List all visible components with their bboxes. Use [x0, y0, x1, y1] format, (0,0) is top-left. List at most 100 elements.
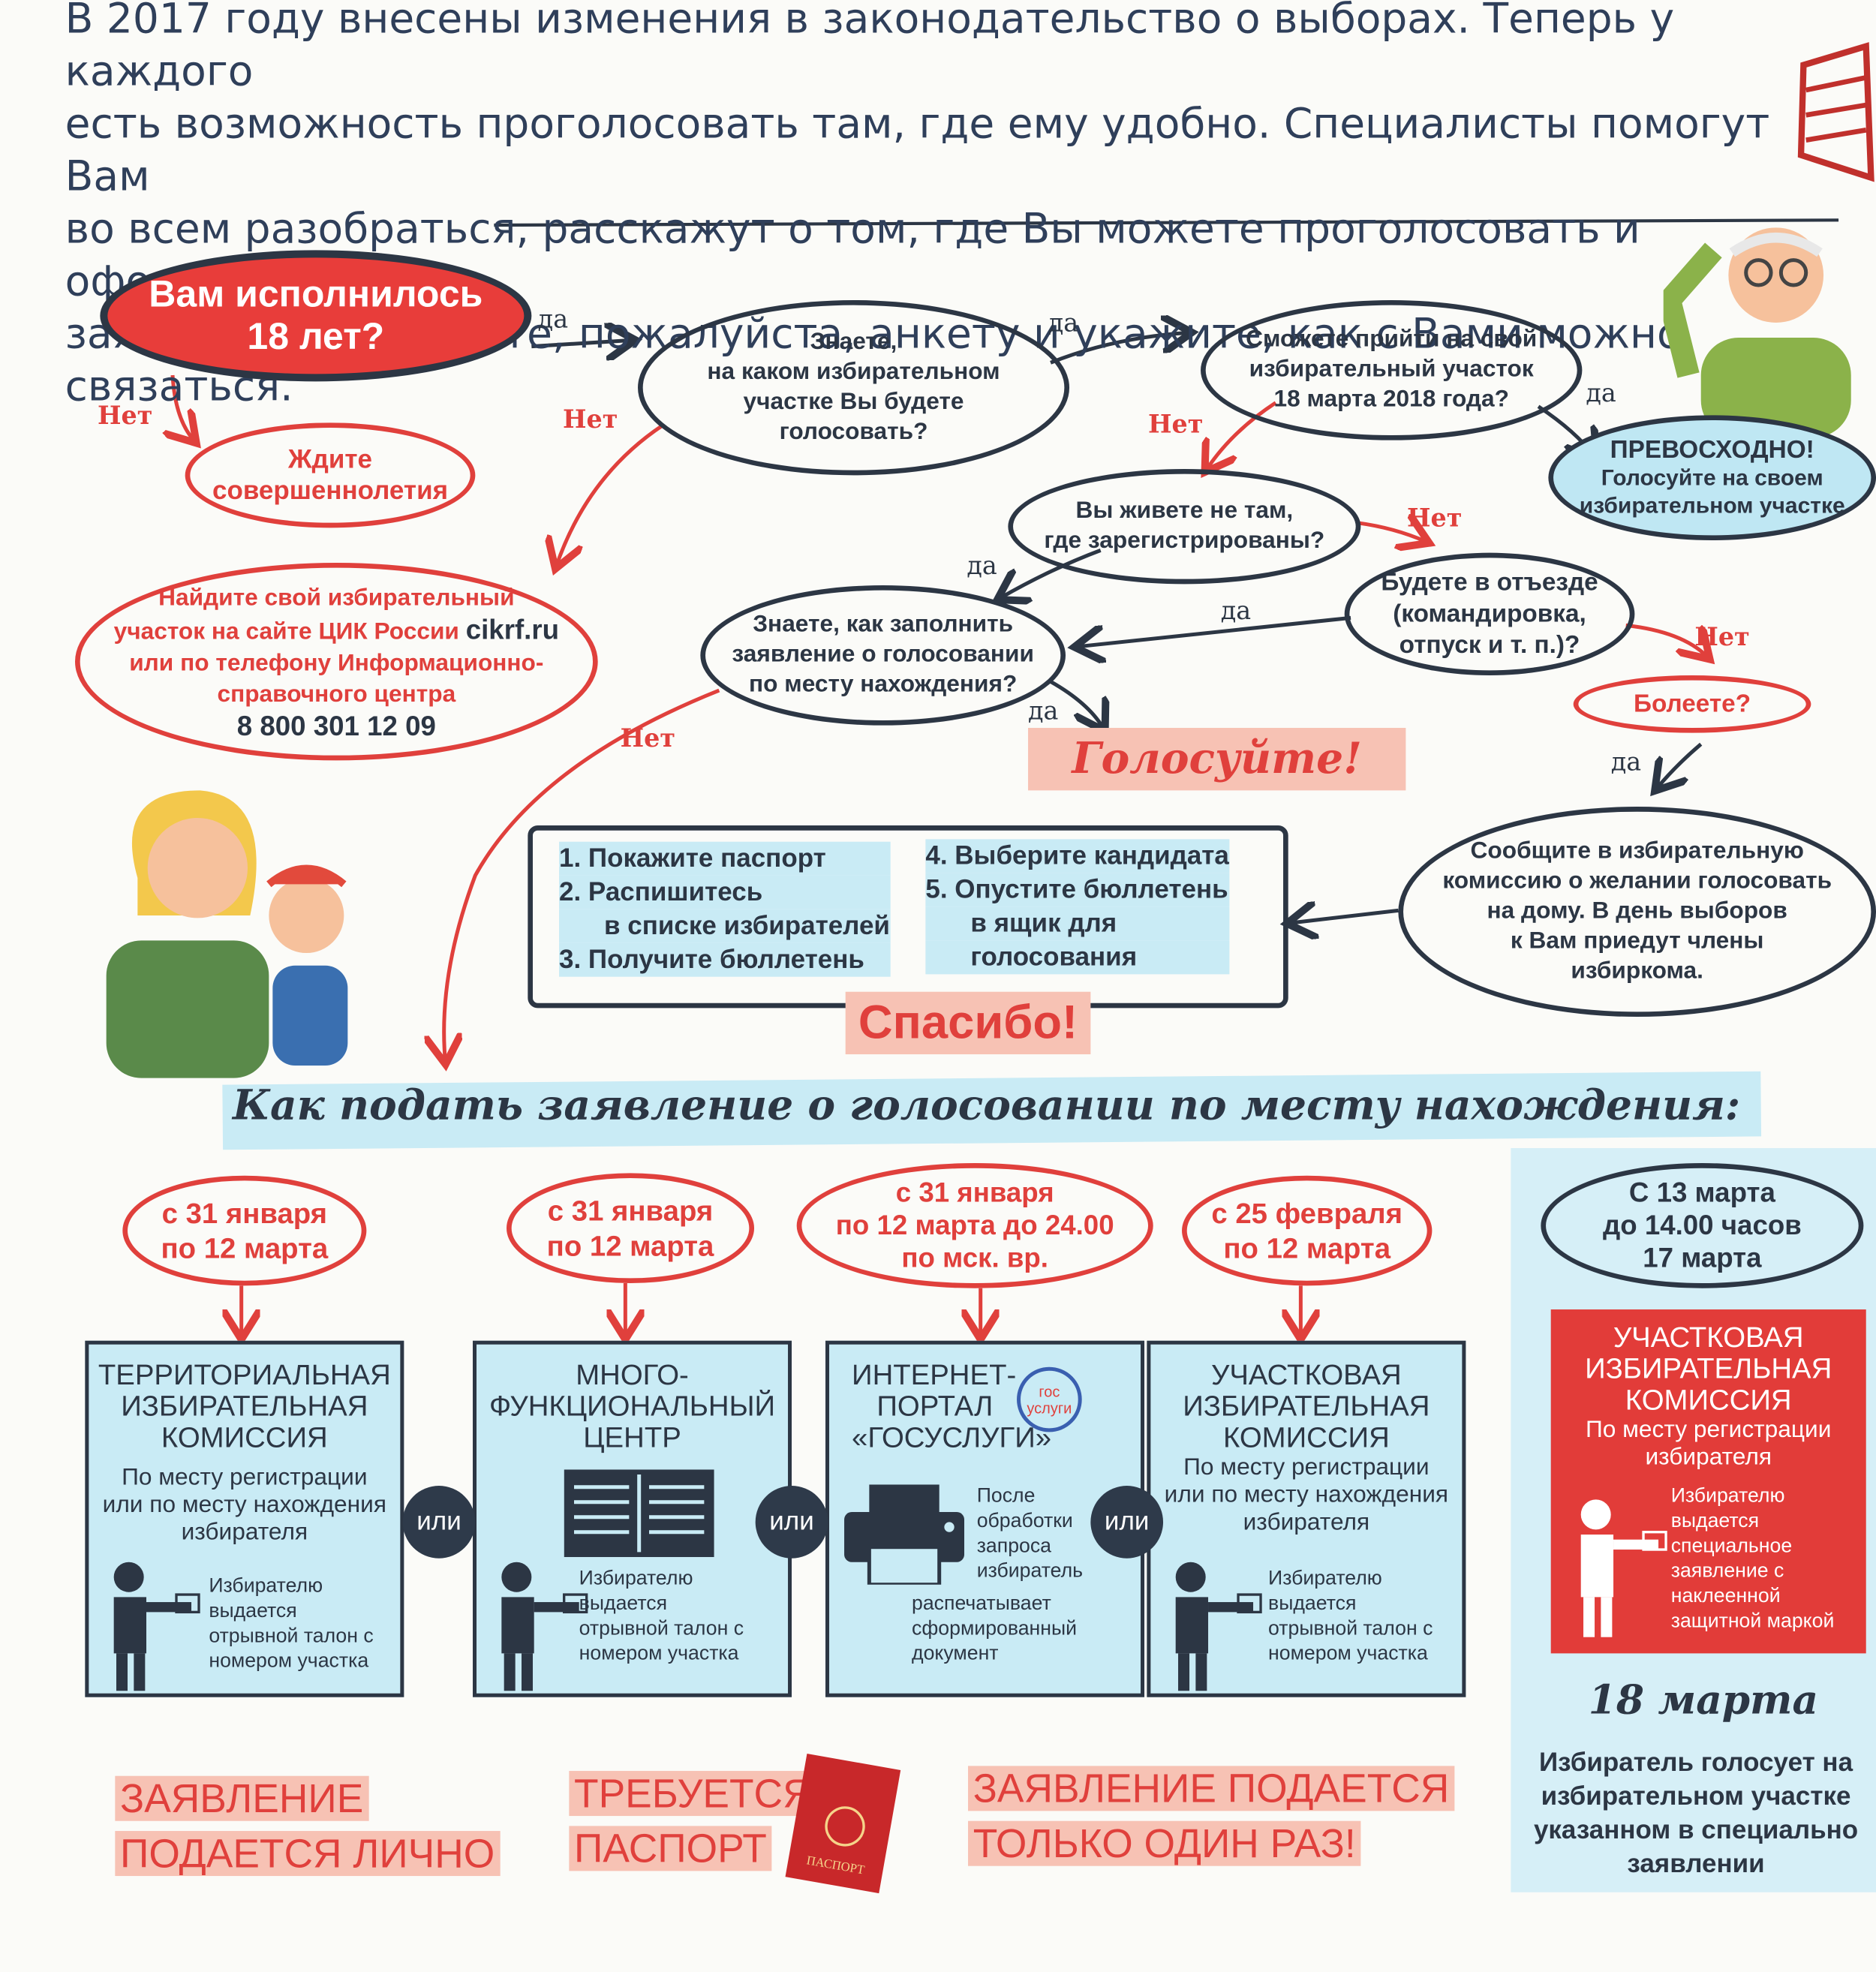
card-title: МНОГО- ФУНКЦИОНАЛЬНЫЙ ЦЕНТР — [477, 1358, 788, 1453]
card-sub-line: избирателя — [1645, 1444, 1772, 1471]
card-sub-line: или по месту нахождения — [1164, 1482, 1449, 1509]
warning-line: ЗАЯВЛЕНИЕ — [115, 1775, 368, 1821]
age-question-line: 18 лет? — [247, 315, 385, 357]
find-station-line: справочного центра — [217, 681, 456, 708]
intro-line: есть возможность проголосовать там, где … — [65, 98, 1770, 200]
know-fill-line: по месту нахождения? — [749, 672, 1018, 699]
territorial-commission-card: ТЕРРИТОРИАЛЬНАЯ ИЗБИРАТЕЛЬНАЯ КОМИССИЯ П… — [85, 1340, 404, 1697]
warning-personal: ЗАЯВЛЕНИЕ ПОДАЕТСЯ ЛИЧНО — [115, 1771, 500, 1881]
card-title-line: КОМИССИЯ — [161, 1420, 328, 1453]
date-line: С 13 марта — [1628, 1177, 1775, 1209]
yes-label: да — [967, 550, 997, 581]
can-come-oval: Сможете прийти на свой избирательный уча… — [1201, 300, 1583, 440]
no-label: Нет — [620, 723, 676, 753]
card-title-line: ФУНКЦИОНАЛЬНЫЙ — [489, 1389, 776, 1423]
find-station-line: Найдите свой избирательный — [158, 585, 515, 612]
date-line: с 25 февраля — [1211, 1197, 1403, 1230]
special-precinct-card: УЧАСТКОВАЯ ИЗБИРАТЕЛЬНАЯ КОМИССИЯ По мес… — [1550, 1309, 1866, 1654]
cik-site-link[interactable]: cikrf.ru — [465, 613, 560, 645]
know-station-line: на каком избирательном — [707, 359, 1000, 386]
card-note-line: выдается — [209, 1601, 297, 1622]
find-station-line: или по телефону Информационно- — [129, 649, 544, 676]
card-note: Избирателю выдается отрывной талон с ном… — [579, 1567, 744, 1667]
voting-steps-left: 1. Покажите паспорт 2. Распишитесь в спи… — [559, 841, 890, 977]
elderly-man-illustration — [1663, 227, 1851, 438]
voting-step: 1. Покажите паспорт — [559, 841, 890, 876]
yes-label: да — [1220, 595, 1252, 626]
card-note-line: наклеенной — [1670, 1586, 1781, 1607]
card-subtitle: По месту регистрации избирателя — [1551, 1417, 1866, 1471]
person-pointing-icon — [501, 1562, 588, 1691]
no-label: Нет — [563, 404, 618, 434]
warning-once: ЗАЯВЛЕНИЕ ПОДАЕТСЯ ТОЛЬКО ОДИН РАЗ! — [968, 1761, 1454, 1871]
or-badge: или — [1090, 1486, 1164, 1559]
card-title-line: ИЗБИРАТЕЛЬНАЯ — [1585, 1351, 1832, 1385]
excellent-line: Голосуйте на своем — [1601, 465, 1823, 491]
excellent-line: избирательном участке — [1579, 492, 1845, 519]
person-pointing-icon — [1580, 1499, 1667, 1637]
wait-line: совершеннолетия — [212, 476, 449, 506]
voting-step: в списке избирателей — [559, 909, 890, 943]
card-note-line: номером участка — [1268, 1643, 1428, 1665]
no-label: Нет — [1148, 409, 1204, 440]
card-title-line: МНОГО- — [576, 1358, 689, 1391]
no-label: Нет — [98, 400, 153, 431]
card-note-line: номером участка — [209, 1651, 369, 1673]
ill-text: Болеете? — [1633, 690, 1751, 717]
card-title: УЧАСТКОВАЯ ИЗБИРАТЕЛЬНАЯ КОМИССИЯ — [1150, 1359, 1462, 1453]
card-note-line: документ — [912, 1643, 999, 1665]
march18-line: заявлении — [1627, 1850, 1765, 1879]
card-title-line: ТЕРРИТОРИАЛЬНАЯ — [98, 1358, 391, 1391]
warning-line: ТОЛЬКО ОДИН РАЗ! — [968, 1820, 1361, 1866]
card-note-line: сформированный — [912, 1618, 1078, 1640]
card-title-line: ИНТЕРНЕТ- — [852, 1358, 1017, 1391]
or-badge: или — [755, 1486, 828, 1559]
card-note-line: выдается — [1670, 1511, 1760, 1532]
card-note-line: специальное — [1670, 1535, 1793, 1558]
find-station-line: участок на сайте ЦИК России cikrf.ru — [114, 614, 559, 648]
person-pointing-icon — [113, 1562, 200, 1691]
red-pencil-icon — [1797, 42, 1874, 182]
date-bubble-3: с 31 января по 12 марта до 24.00 по мск.… — [796, 1163, 1153, 1288]
home-vote-line: избиркома. — [1571, 957, 1703, 984]
card-note: Избирателю выдается специальное заявлени… — [1671, 1484, 1835, 1634]
wait-oval: Ждите совершеннолетия — [185, 422, 476, 528]
card-subtitle: По месту регистрации или по месту нахожд… — [89, 1465, 400, 1547]
card-title: ТЕРРИТОРИАЛЬНАЯ ИЗБИРАТЕЛЬНАЯ КОМИССИЯ — [89, 1358, 400, 1453]
date-bubble-4: с 25 февраля по 12 марта — [1182, 1175, 1433, 1286]
card-title-line: ПОРТАЛ — [876, 1389, 994, 1423]
person-pointing-icon — [1175, 1562, 1262, 1691]
know-fill-line: заявление о голосовании — [732, 642, 1034, 669]
march18-heading: 18 марта — [1588, 1676, 1819, 1724]
date-line: по 12 марта — [546, 1229, 714, 1262]
wait-line: Ждите — [288, 445, 372, 474]
date-line: по 12 марта до 24.00 — [835, 1209, 1114, 1241]
card-title-line: ИЗБИРАТЕЛЬНАЯ — [1183, 1389, 1430, 1423]
card-note-line: Избирателю — [1670, 1486, 1785, 1508]
gos-logo-text: услуги — [1027, 1399, 1072, 1417]
thanks-banner: Спасибо! — [845, 991, 1091, 1055]
card-note-line: Избирателю — [209, 1576, 323, 1598]
voting-step: в ящик для — [925, 906, 1229, 941]
away-line: (командировка, — [1393, 600, 1586, 627]
card-note-line: защитной маркой — [1670, 1610, 1835, 1633]
date-line: с 31 января — [895, 1177, 1054, 1209]
voting-step: голосования — [925, 940, 1229, 975]
home-vote-line: Сообщите в избирательную — [1470, 837, 1804, 864]
card-note-line: отрывной талон с — [1268, 1618, 1433, 1640]
card-note-line: запроса — [976, 1535, 1052, 1558]
precinct-commission-card: УЧАСТКОВАЯ ИЗБИРАТЕЛЬНАЯ КОМИССИЯ По мес… — [1147, 1340, 1466, 1697]
march18-line: избирательном участке — [1541, 1782, 1851, 1811]
gos-logo-text: гос — [1039, 1383, 1060, 1401]
card-title-line: «ГОСУСЛУГИ» — [852, 1420, 1052, 1453]
can-come-line: Сможете прийти на свой — [1246, 326, 1538, 353]
no-label: Нет — [1694, 621, 1750, 652]
no-label: Нет — [1407, 503, 1463, 534]
card-note: Избирателю выдается отрывной талон с ном… — [209, 1574, 373, 1674]
know-fill-oval: Знаете, как заполнить заявление о голосо… — [700, 585, 1066, 726]
voting-steps-right: 4. Выберите кандидата 5. Опустите бюллет… — [925, 839, 1229, 975]
card-sub-line: или по месту нахождения — [102, 1492, 387, 1519]
card-title-line: КОМИССИЯ — [1625, 1383, 1792, 1416]
card-note: распечатывает сформированный документ — [912, 1592, 1077, 1667]
can-come-line: избирательный участок — [1249, 356, 1534, 383]
